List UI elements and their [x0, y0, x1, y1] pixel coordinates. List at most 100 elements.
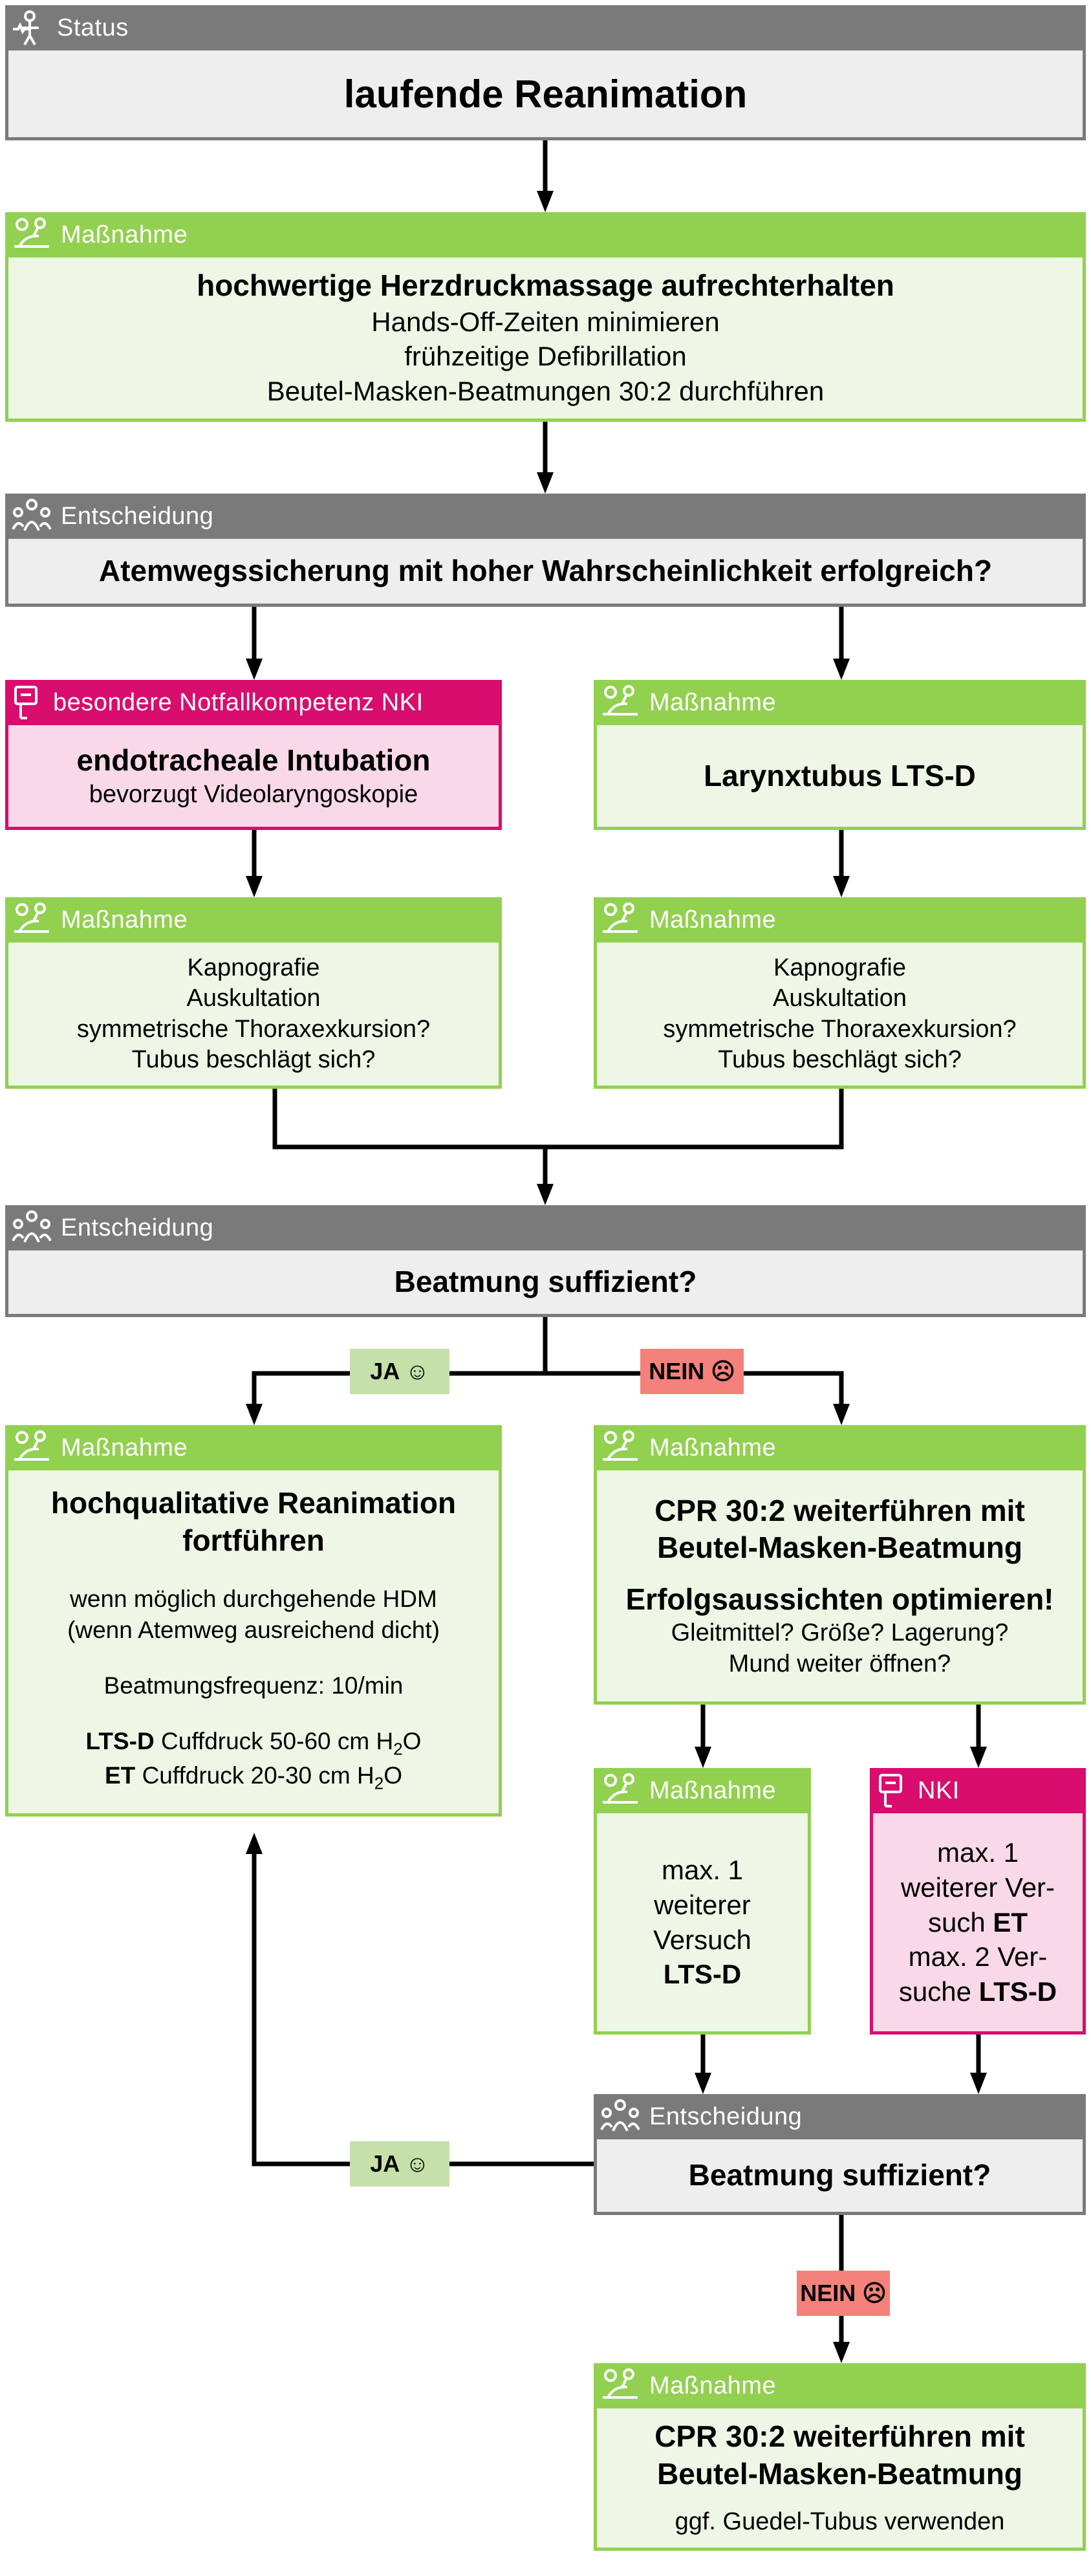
arrowhead — [833, 1404, 850, 1425]
continue-title: fortführen — [182, 1523, 325, 1557]
status-label: Status — [57, 14, 129, 41]
node-body: Beatmung suffizient? — [5, 1250, 1086, 1317]
entscheidung-label: Entscheidung — [61, 1214, 214, 1241]
check-line: Tubus beschlägt sich? — [718, 1046, 962, 1073]
decision-node-ventilation-2: Entscheidung Beatmung suffizient? — [594, 2094, 1086, 2215]
massnahme-label: Maßnahme — [649, 1776, 777, 1804]
retry-device: LTS-D — [663, 1959, 742, 1990]
ja-badge: JA ☺ — [350, 1349, 449, 1394]
measure-node-final: Maßnahme CPR 30:2 weiterführen mit Beute… — [594, 2363, 1086, 2551]
bvm-title: CPR 30:2 weiterführen mit — [654, 1493, 1025, 1527]
node-body: laufende Reanimation — [5, 50, 1086, 140]
node-header: Maßnahme — [594, 1425, 1086, 1470]
intubation-sub: bevorzugt Videolaryngoskopie — [89, 780, 418, 808]
node-header: Maßnahme — [594, 680, 1086, 725]
ja-badge: JA ☺ — [350, 2141, 449, 2187]
node-header: Maßnahme — [594, 1768, 811, 1813]
cuff-lts-line: LTS-D Cuffdruck 50-60 cm H2O — [86, 1726, 422, 1760]
cpr-icon — [600, 1430, 640, 1466]
measure-node-check-right: Maßnahme Kapnografie Auskultation symmet… — [594, 897, 1086, 1089]
cpr-line: Beutel-Masken-Beatmungen 30:2 durchführe… — [266, 376, 825, 407]
cpr-icon — [12, 1430, 52, 1466]
nki-node-retry: NKI max. 1 weiterer Ver- such ET max. 2 … — [870, 1768, 1086, 2035]
node-body: hochqualitative Reanimation fortführen w… — [5, 1470, 502, 1817]
measure-node-retry-lts: Maßnahme max. 1 weiterer Versuch LTS-D — [594, 1768, 811, 2035]
check-line: Tubus beschlägt sich? — [131, 1046, 376, 1073]
arrowhead — [970, 2073, 987, 2094]
node-body: hochwertige Herzdruckmassage aufrechterh… — [5, 257, 1086, 422]
arrowhead — [695, 2073, 711, 2094]
node-header: Maßnahme — [594, 2363, 1086, 2408]
cpr-line: frühzeitige Defibrillation — [404, 341, 687, 372]
decision-title: Atemwegssicherung mit hoher Wahrscheinli… — [98, 554, 993, 588]
arrowhead — [833, 876, 850, 897]
cpr-icon — [12, 217, 52, 253]
arrowhead — [537, 191, 554, 212]
retry-line: weiterer — [654, 1889, 751, 1920]
bvm-line: Mund weiter öffnen? — [728, 1650, 951, 1677]
connector-split-branches — [252, 1371, 844, 1417]
retry-line: suche LTS-D — [899, 1974, 1057, 2009]
node-body: Kapnografie Auskultation symmetrische Th… — [5, 943, 502, 1089]
decision-title: Beatmung suffizient? — [688, 2158, 991, 2192]
measure-node-cpr: Maßnahme hochwertige Herzdruckmassage au… — [5, 212, 1086, 422]
node-header: Entscheidung — [5, 494, 1086, 539]
node-header: Maßnahme — [5, 897, 502, 943]
check-line: Auskultation — [772, 985, 907, 1012]
massnahme-label: Maßnahme — [649, 688, 777, 716]
final-title: Beutel-Masken-Beatmung — [657, 2456, 1022, 2491]
node-body: Kapnografie Auskultation symmetrische Th… — [594, 943, 1086, 1089]
laryngoscope-icon — [876, 1773, 909, 1809]
connector-checks-merge — [272, 1089, 844, 1150]
decision-title: Beatmung suffizient? — [394, 1265, 697, 1299]
continue-line: Beatmungsfrequenz: 10/min — [103, 1672, 404, 1699]
intubation-title: endotracheale Intubation — [76, 743, 431, 777]
node-body: CPR 30:2 weiterführen mit Beutel-Masken-… — [594, 2408, 1086, 2551]
node-body: Atemwegssicherung mit hoher Wahrscheinli… — [5, 539, 1086, 607]
retry-line: max. 2 Ver- — [908, 1941, 1048, 1972]
status-title: laufende Reanimation — [343, 72, 748, 116]
node-header: NKI — [870, 1768, 1086, 1813]
massnahme-label: Maßnahme — [649, 1434, 777, 1461]
retry-line: Versuch — [653, 1924, 751, 1955]
continue-title: hochqualitative Reanimation — [50, 1486, 457, 1520]
retry-device: LTS-D — [978, 1976, 1057, 2007]
retry-line: max. 1 — [936, 1837, 1019, 1868]
massnahme-label: Maßnahme — [649, 906, 777, 933]
nein-badge: NEIN ☹ — [640, 1349, 744, 1394]
measure-node-bvm: Maßnahme CPR 30:2 weiterführen mit Beute… — [594, 1425, 1086, 1705]
team-decision-icon — [12, 498, 52, 534]
retry-text: such — [927, 1906, 993, 1937]
status-node: Status laufende Reanimation — [5, 5, 1086, 140]
nki-node-intubation: besondere Notfallkompetenz NKI endotrach… — [5, 680, 502, 830]
arrowhead — [833, 2342, 850, 2363]
node-body: Beatmung suffizient? — [594, 2139, 1086, 2215]
node-header: Entscheidung — [594, 2094, 1086, 2139]
cpr-icon — [600, 2368, 640, 2404]
arrowhead — [537, 1184, 554, 1205]
cuff-lts-text: Cuffdruck 50-60 cm H — [161, 1728, 394, 1755]
nki-label: NKI — [918, 1776, 960, 1804]
cpr-icon — [600, 1773, 640, 1809]
node-body: max. 1 weiterer Ver- such ET max. 2 Ver-… — [870, 1813, 1086, 2035]
arrowhead — [246, 876, 263, 897]
person-vitals-icon — [12, 10, 48, 46]
node-body: endotracheale Intubation bevorzugt Video… — [5, 725, 502, 830]
arrowhead — [246, 659, 263, 680]
cuff-et-label: ET — [105, 1762, 136, 1789]
measure-node-larynx: Maßnahme Larynxtubus LTS-D — [594, 680, 1086, 830]
check-line: symmetrische Thoraxexkursion? — [76, 1015, 431, 1043]
arrowhead — [537, 472, 554, 494]
arrowhead — [970, 1747, 987, 1768]
cpr-icon — [12, 902, 52, 938]
node-header: Maßnahme — [5, 1425, 502, 1470]
node-body: Larynxtubus LTS-D — [594, 725, 1086, 830]
node-header: Maßnahme — [5, 212, 1086, 257]
team-decision-icon — [12, 1210, 52, 1246]
subscript: 2 — [393, 1739, 403, 1759]
cpr-line: Hands-Off-Zeiten minimieren — [371, 306, 720, 337]
check-line: Auskultation — [186, 985, 321, 1012]
connector-decision2-ja-back — [252, 1841, 594, 2167]
check-line: symmetrische Thoraxexkursion? — [663, 1015, 1017, 1043]
arrowhead — [246, 1833, 263, 1854]
